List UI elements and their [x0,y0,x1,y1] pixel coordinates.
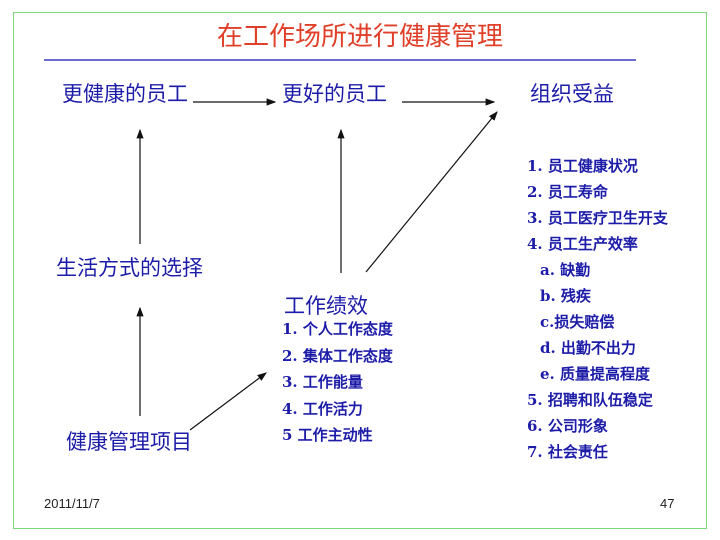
benefit-item: 1. 员工健康状况 [527,157,638,175]
performance-item: 4. 工作活力 [282,399,363,418]
benefit-item: 2. 员工寿命 [527,183,608,201]
node-organization-benefit: 组织受益 [530,82,614,106]
benefit-item: 4. 员工生产效率 [527,235,638,253]
arrow-program-to-performance [189,372,267,431]
benefit-item: 5. 招聘和队伍稳定 [527,391,653,409]
benefit-subitem: d. 出勤不出力 [540,339,636,357]
arrow-performance-to-benefit [365,111,498,273]
benefit-subitem: c.损失赔偿 [540,313,615,331]
performance-item: 1. 个人工作态度 [282,320,393,338]
node-work-performance: 工作绩效 [284,294,368,318]
performance-item: 3. 工作能量 [282,373,363,391]
title-divider [44,59,636,61]
benefit-subitem: b. 残疾 [540,287,591,305]
benefit-subitem: a. 缺勤 [540,261,591,279]
performance-item: 2. 集体工作态度 [282,346,393,365]
node-healthier-employee: 更健康的员工 [62,82,188,106]
benefit-item: 7. 社会责任 [527,443,608,461]
footer-date: 2011/11/7 [44,496,100,511]
node-better-employee: 更好的员工 [282,82,387,106]
performance-item: 5 工作主动性 [282,426,373,444]
benefit-item: 3. 员工医疗卫生开支 [527,209,668,227]
slide-title: 在工作场所进行健康管理 [216,22,503,52]
slide-frame [13,12,707,529]
benefit-item: 6. 公司形象 [527,417,608,435]
page-number: 47 [660,496,675,511]
node-health-program: 健康管理项目 [66,430,192,454]
benefit-subitem: e. 质量提高程度 [540,365,650,383]
node-lifestyle-choice: 生活方式的选择 [56,256,203,280]
